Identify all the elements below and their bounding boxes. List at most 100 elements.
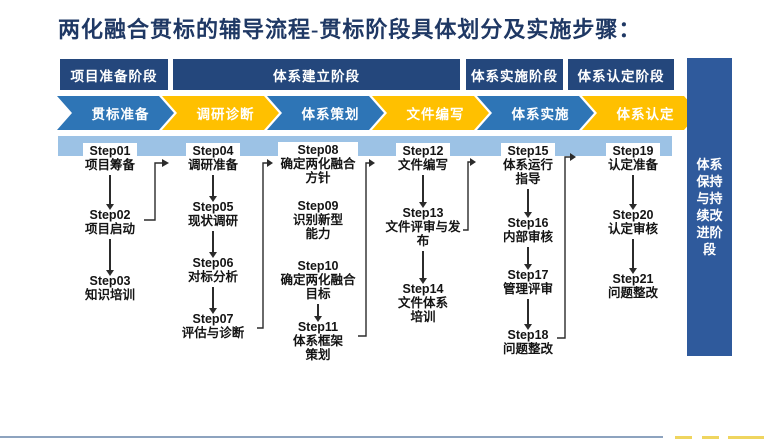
step-name: 体系运行 指导 <box>502 158 553 186</box>
step-box: Step05 现状调研 <box>185 199 240 229</box>
step-box: Step18 问题整改 <box>500 327 555 357</box>
down-arrow-icon <box>629 239 636 274</box>
step-box: Step04 调研准备 <box>185 143 240 173</box>
step-name: 文件编写 <box>397 158 448 172</box>
step-id: Step19 <box>612 144 654 158</box>
step-name: 问题整改 <box>607 286 658 300</box>
down-arrow-icon <box>106 175 113 210</box>
step-box: Step20 认定审核 <box>605 207 660 237</box>
phase-system-implementation: 体系实施阶段 <box>466 59 563 90</box>
step-id: Step08 <box>297 143 339 157</box>
connector-arrow-col3-col4 <box>358 159 375 337</box>
down-arrow-icon <box>209 287 216 314</box>
chevron-system-certification: 体系认定 <box>582 96 699 130</box>
step-id: Step12 <box>402 144 444 158</box>
step-name: 知识培训 <box>84 288 135 302</box>
step-name: 确定两化融合 方针 <box>280 157 356 185</box>
down-arrow-icon <box>524 299 531 330</box>
step-id: Step17 <box>507 268 549 282</box>
step-box: Step07 评估与诊断 <box>179 311 247 341</box>
sidebar-phase-label: 体系保持与持续改进阶段 <box>696 157 723 257</box>
bottom-edge-dash <box>702 436 719 439</box>
step-box: Step13 文件评审与发 布 <box>383 205 463 249</box>
down-arrow-icon <box>419 251 426 284</box>
chevron-research-diagnosis: 调研诊断 <box>162 96 279 130</box>
step-box: Step21 问题整改 <box>605 271 660 301</box>
step-column-3: Step08 确定两化融合 方针 Step09 识别新型 能力 Step10 确… <box>270 142 366 363</box>
step-name: 内部审核 <box>502 230 553 244</box>
step-box: Step14 文件体系 培训 <box>395 281 450 325</box>
step-id: Step02 <box>89 208 131 222</box>
step-id: Step04 <box>192 144 234 158</box>
step-box: Step01 项目筹备 <box>82 143 137 173</box>
step-name: 问题整改 <box>502 342 553 356</box>
chevron-system-implementation: 体系实施 <box>477 96 594 130</box>
step-name: 调研准备 <box>187 158 238 172</box>
down-arrow-icon <box>209 175 216 202</box>
bottom-edge-dash <box>728 436 764 439</box>
step-id: Step05 <box>192 200 234 214</box>
step-column-6: Step19 认定准备 Step20 认定审核 Step21 问题整改 <box>589 143 677 301</box>
step-name: 评估与诊断 <box>181 326 245 340</box>
step-box: Step09 识别新型 能力 <box>290 198 345 242</box>
chevron-standard-preparation: 贯标准备 <box>57 96 174 130</box>
down-arrow-icon <box>629 175 636 210</box>
step-name: 体系框架 策划 <box>292 334 343 362</box>
step-box: Step16 内部审核 <box>500 215 555 245</box>
step-box: Step11 体系框架 策划 <box>290 319 345 363</box>
down-arrow-icon <box>524 189 531 218</box>
step-id: Step13 <box>402 206 444 220</box>
step-id: Step07 <box>192 312 234 326</box>
bottom-edge-dash <box>675 436 692 439</box>
step-id: Step20 <box>612 208 654 222</box>
step-id: Step15 <box>507 144 549 158</box>
phase-system-establishment: 体系建立阶段 <box>173 59 460 90</box>
step-name: 管理评审 <box>502 282 553 296</box>
step-id: Step10 <box>297 259 339 273</box>
connector-arrow-col1-col2 <box>144 159 169 221</box>
step-name: 识别新型 能力 <box>292 213 343 241</box>
down-arrow-icon <box>314 304 321 322</box>
step-name: 对标分析 <box>187 270 238 284</box>
connector-arrow-col2-col3 <box>257 159 273 329</box>
step-box: Step17 管理评审 <box>500 267 555 297</box>
down-arrow-icon <box>209 231 216 258</box>
step-name: 文件评审与发 布 <box>385 220 461 248</box>
step-column-4: Step12 文件编写 Step13 文件评审与发 布 Step14 文件体系 … <box>375 143 471 325</box>
down-arrow-icon <box>419 175 426 208</box>
step-column-2: Step04 调研准备 Step05 现状调研 Step06 对标分析 Step… <box>169 143 257 341</box>
step-name: 现状调研 <box>187 214 238 228</box>
step-box: Step15 体系运行 指导 <box>500 143 555 187</box>
down-arrow-icon <box>106 239 113 276</box>
step-id: Step14 <box>402 282 444 296</box>
sidebar-maintain-improve-phase: 体系保持与持续改进阶段 <box>687 58 732 356</box>
bottom-edge-line <box>0 436 663 438</box>
step-id: Step11 <box>297 320 339 334</box>
step-name: 文件体系 培训 <box>397 296 448 324</box>
step-id: Step21 <box>612 272 654 286</box>
step-id: Step06 <box>192 256 234 270</box>
step-name: 确定两化融合 目标 <box>280 273 356 301</box>
step-id: Step03 <box>89 274 131 288</box>
step-box: Step08 确定两化融合 方针 <box>278 142 358 186</box>
step-name: 认定准备 <box>607 158 658 172</box>
connector-arrow-col5-col6 <box>557 153 576 339</box>
phase-system-certification: 体系认定阶段 <box>568 59 674 90</box>
step-id: Step01 <box>89 144 131 158</box>
step-box: Step10 确定两化融合 目标 <box>278 258 358 302</box>
step-box: Step12 文件编写 <box>395 143 450 173</box>
step-box: Step03 知识培训 <box>82 273 137 303</box>
step-id: Step16 <box>507 216 549 230</box>
step-column-5: Step15 体系运行 指导 Step16 内部审核 Step17 管理评审 S… <box>484 143 572 357</box>
down-arrow-icon <box>524 247 531 270</box>
page-title: 两化融合贯标的辅导流程-贯标阶段具体划分及实施步骤： <box>58 17 642 42</box>
phase-project-preparation: 项目准备阶段 <box>60 59 168 90</box>
chevron-document-writing: 文件编写 <box>372 96 489 130</box>
step-name: 认定审核 <box>607 222 658 236</box>
step-box: Step06 对标分析 <box>185 255 240 285</box>
chevron-system-planning: 体系策划 <box>267 96 384 130</box>
step-id: Step18 <box>507 328 549 342</box>
step-box: Step19 认定准备 <box>605 143 660 173</box>
step-id: Step09 <box>297 199 339 213</box>
